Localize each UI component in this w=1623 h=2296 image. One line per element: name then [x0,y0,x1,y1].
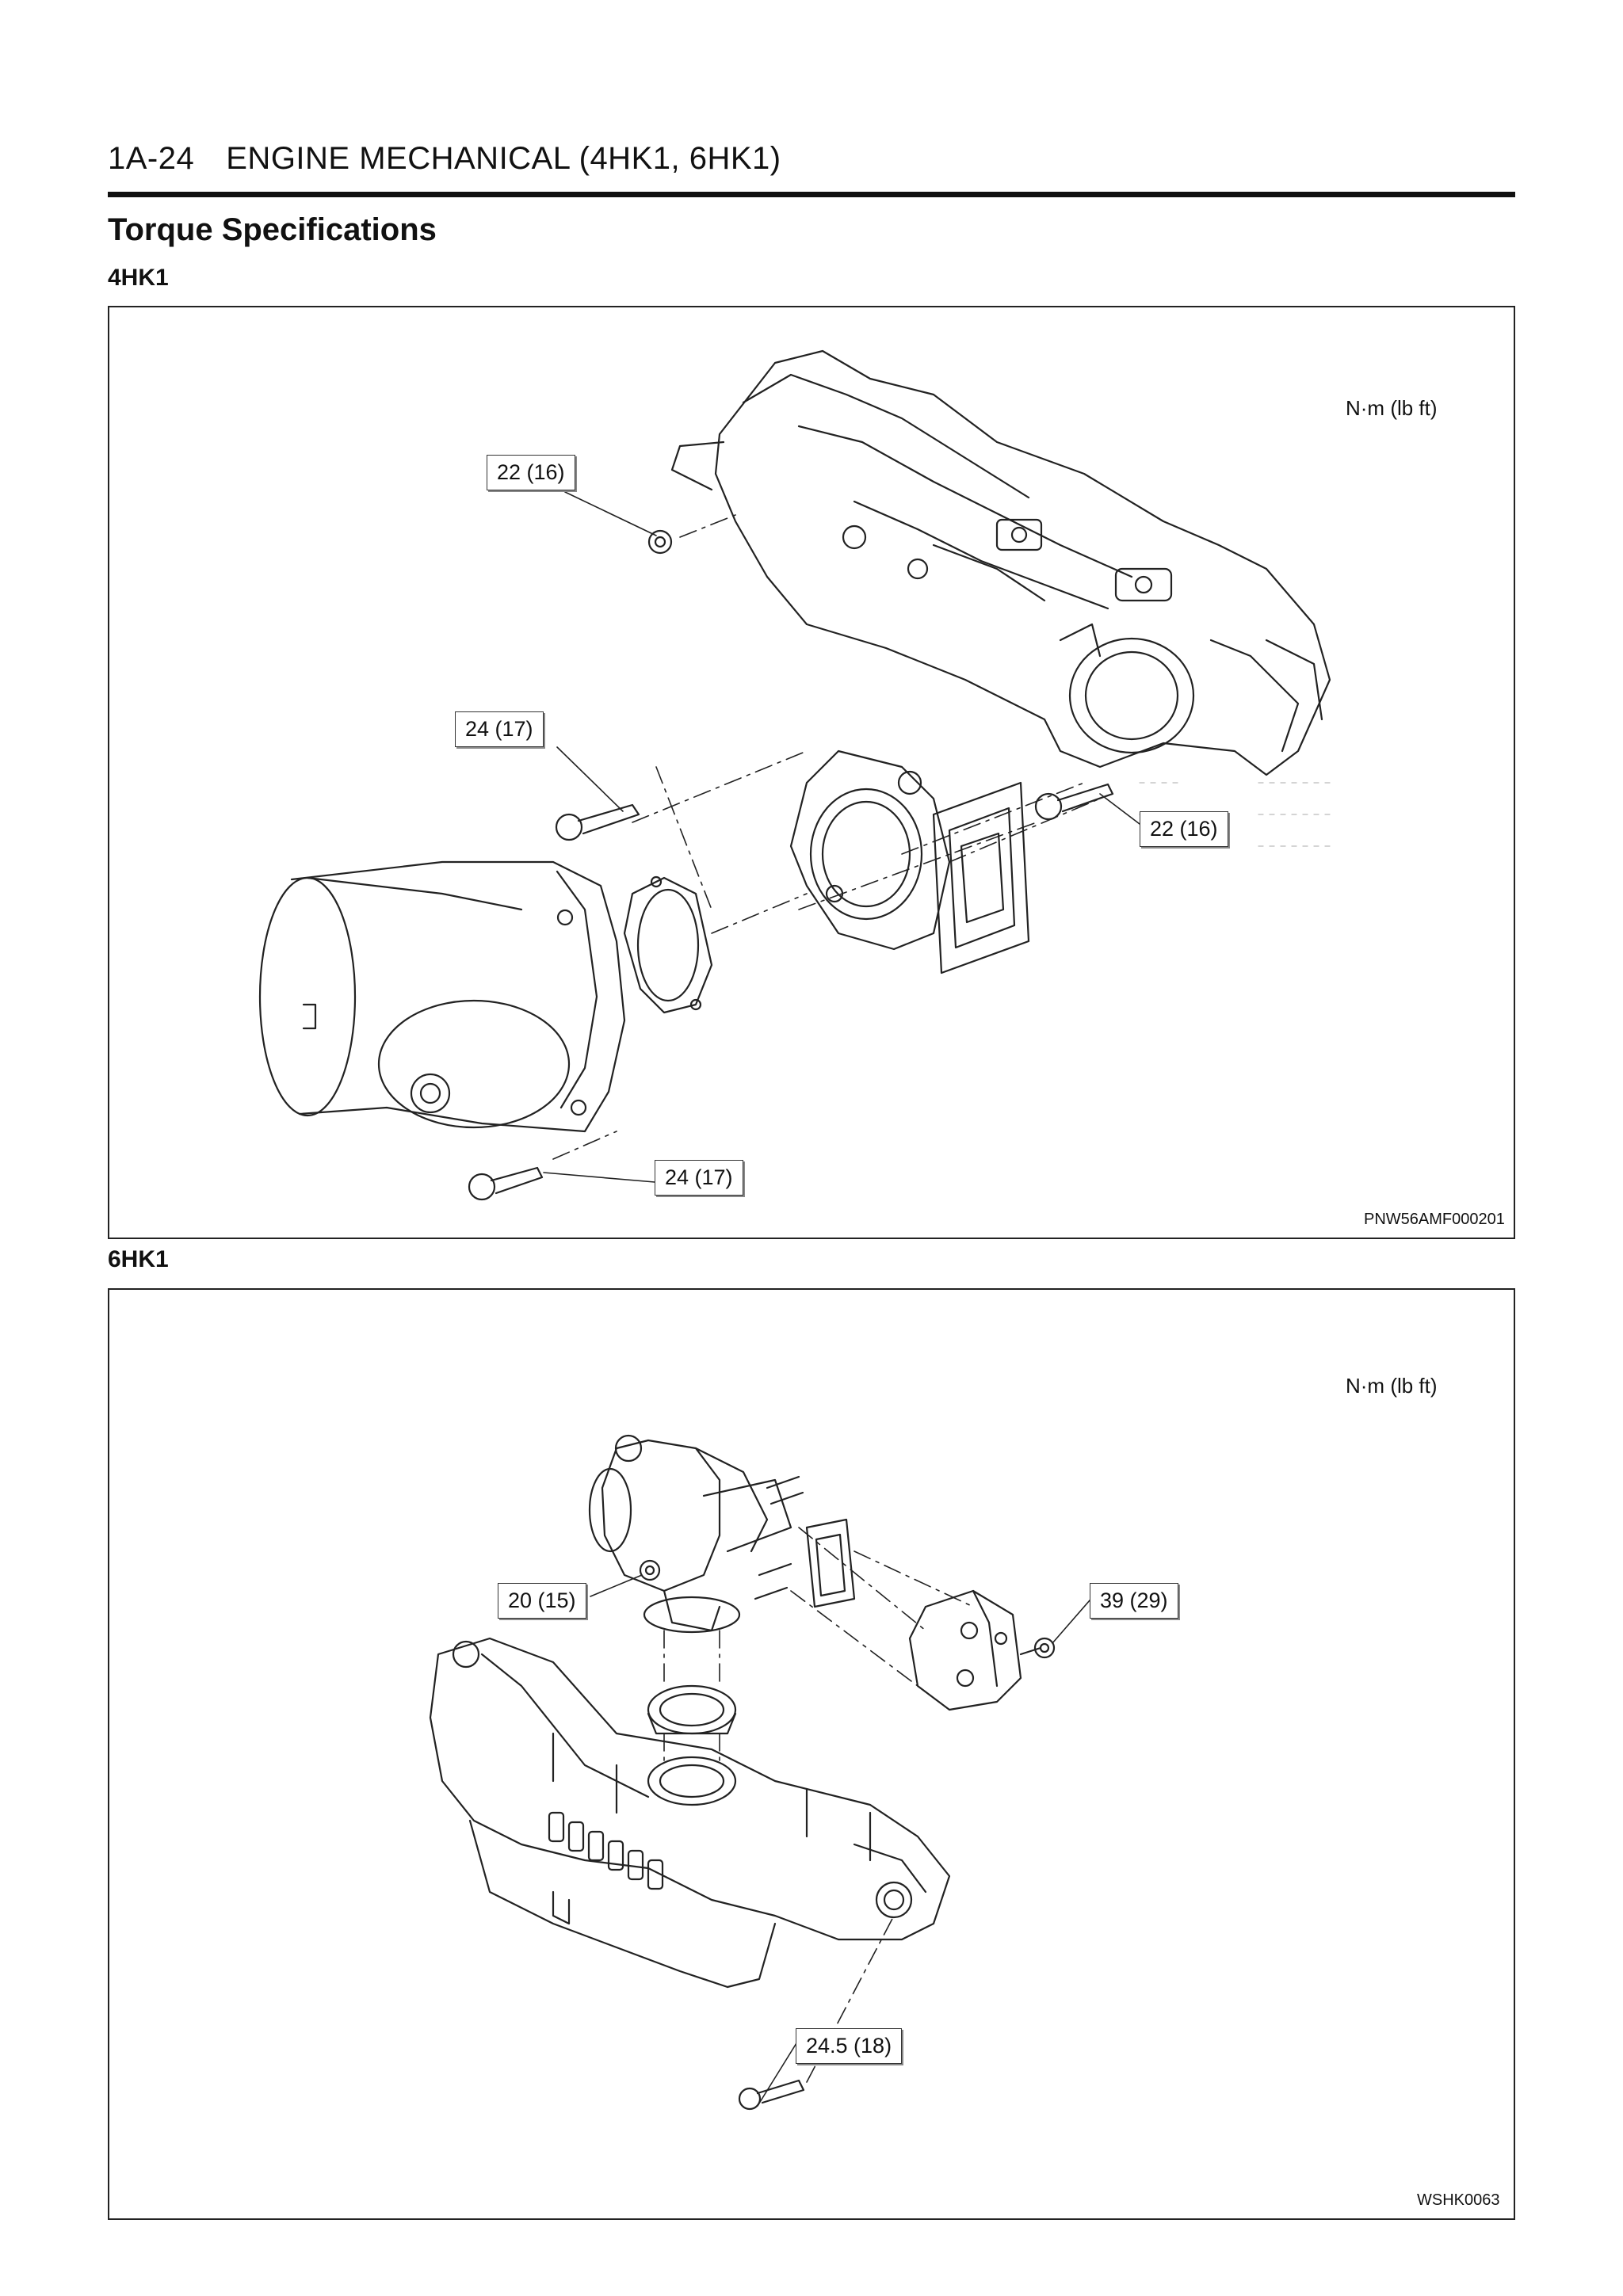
page-header: 1A-24 ENGINE MECHANICAL (4HK1, 6HK1) [108,141,781,177]
bolt-bottom-6hk1 [738,2079,805,2111]
section-code: 1A-24 [108,141,195,176]
exploded-view-6hk1 [429,1434,1090,2111]
alignment-lines [552,514,1101,1160]
engine-label-6hk1: 6HK1 [108,1246,169,1272]
engine-label-4hk1: 4HK1 [108,265,169,291]
gasket-drawing [623,875,713,1014]
upper-elbow-drawing [588,1434,792,1632]
unit-label-6hk1: N·m (lb ft) [1346,1374,1438,1398]
nut-39 [1033,1637,1056,1659]
page-heading: Torque Specifications [108,212,437,247]
gasket-ring-drawing [647,1684,737,1735]
egr-block-drawing [908,1589,1042,1711]
nut-top [647,529,673,555]
leader-lines-6hk1 [590,1574,1090,2107]
leader-lines [543,491,1140,1183]
torque-callout-bolt-right: 22 (16) [1140,811,1228,847]
posts-drawing [552,1732,872,1862]
figure-4hk1: N·m (lb ft) 22 (16) 24 (17) 22 (16) 24 (… [108,306,1515,1239]
torque-callout-bolt-bottom: 24 (17) [655,1160,743,1196]
bolt-left [555,803,640,841]
torque-callout-24-5: 24.5 (18) [796,2028,903,2064]
header-rule [108,192,1515,197]
unit-label-4hk1: N·m (lb ft) [1346,396,1438,420]
figure-6hk1: N·m (lb ft) 20 (15) 39 (29) 24.5 (18) WS… [108,1288,1515,2220]
exploded-view-4hk1 [258,349,1331,1201]
studs-drawing [754,1475,804,1600]
nut-20 [639,1559,661,1581]
torque-callout-bolt-left: 24 (17) [455,711,544,747]
flange-plate-drawing [643,1596,741,1634]
figure-code-4hk1: PNW56AMF000201 [1364,1211,1505,1228]
torque-callout-20: 20 (15) [498,1583,586,1619]
torque-callout-nut-top: 22 (16) [487,455,575,490]
section-title: ENGINE MECHANICAL (4HK1, 6HK1) [226,141,781,176]
sensor-row-drawing [548,1811,664,1925]
fasteners-drawing [468,529,1114,1201]
lower-manifold-drawing [429,1637,951,1989]
gasket-upper-drawing [805,1518,856,1608]
inlet-duct-drawing [258,860,626,1133]
bolt-right [1034,783,1114,821]
alignment-lines-6hk1 [663,1527,974,2083]
torque-callout-39: 39 (29) [1090,1583,1178,1619]
bolt-bottom [468,1166,544,1201]
figure-code-6hk1: WSHK0063 [1417,2191,1500,2209]
intake-manifold-drawing [670,349,1331,776]
throttle-body-drawing [789,749,1030,974]
